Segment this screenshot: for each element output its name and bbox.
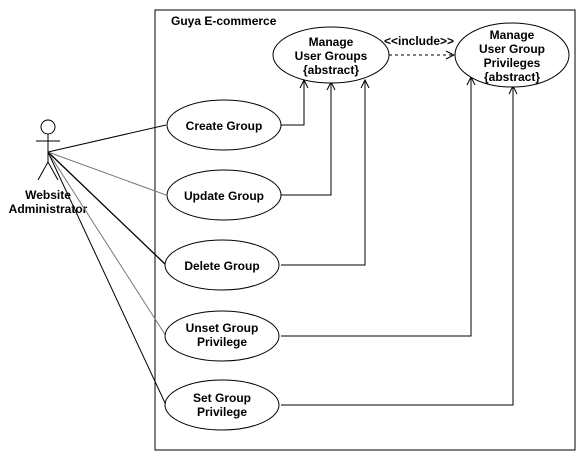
- use-case-create-group: Create Group: [166, 99, 282, 151]
- assoc-delete-group: [47, 151, 167, 266]
- actor-right-leg: [47, 161, 59, 181]
- system-boundary: [154, 9, 576, 451]
- include-label: <<include>>: [384, 34, 454, 48]
- use-case-update-group: Update Group: [166, 169, 282, 221]
- use-case-manage-user-group-privileges: Manage User Group Privileges {abstract}: [454, 22, 570, 88]
- gen-create-to-manage-groups: [281, 80, 304, 126]
- actor-name-line2: Administrator: [9, 202, 88, 216]
- use-case-label-line2: User Group: [479, 42, 545, 56]
- assoc-update-group: [47, 151, 167, 196]
- use-case-delete-group: Delete Group: [164, 239, 280, 291]
- assoc-create-group: [47, 124, 167, 153]
- gen-update-to-manage-groups: [281, 82, 331, 196]
- use-case-label-line1: Unset Group: [186, 321, 259, 335]
- use-case-manage-user-groups: Manage User Groups {abstract}: [272, 26, 390, 84]
- use-case-label: Delete Group: [184, 259, 259, 273]
- assoc-unset-privilege: [47, 151, 167, 337]
- use-case-ellipse: [454, 22, 570, 88]
- use-case-ellipse: [272, 26, 390, 84]
- use-case-label: Update Group: [184, 189, 264, 203]
- use-case-label-line3: {abstract}: [303, 63, 359, 77]
- generalizations-manage-user-groups: [281, 80, 365, 266]
- use-case-label-line4: {abstract}: [484, 70, 540, 84]
- use-case-ellipse: [164, 379, 280, 431]
- gen-unset-to-manage-privileges: [281, 77, 471, 337]
- use-case-label-line1: Set Group: [193, 391, 251, 405]
- generalizations-manage-privileges: [281, 77, 513, 406]
- gen-set-to-manage-privileges: [281, 86, 513, 406]
- assoc-set-privilege: [47, 151, 167, 406]
- use-case-unset-group-privilege: Unset Group Privilege: [164, 310, 280, 362]
- use-case-label-line2: User Groups: [295, 49, 368, 63]
- use-case-ellipse: [164, 239, 280, 291]
- use-case-ellipse: [166, 99, 282, 151]
- actor-left-leg: [37, 161, 49, 181]
- use-case-label-line1: Manage: [309, 35, 354, 49]
- actor-name-line1: Website: [25, 188, 71, 202]
- associations: [47, 124, 167, 406]
- use-case-label: Create Group: [186, 119, 263, 133]
- use-case-ellipse: [164, 310, 280, 362]
- use-case-ellipse: [166, 169, 282, 221]
- gen-delete-to-manage-groups: [281, 80, 365, 266]
- actor-head: [40, 119, 56, 135]
- use-case-set-group-privilege: Set Group Privilege: [164, 379, 280, 431]
- use-case-label-line3: Privileges: [484, 56, 541, 70]
- actor-website-administrator: [36, 119, 60, 181]
- use-case-label-line2: Privilege: [197, 335, 247, 349]
- system-title: Guya E-commerce: [171, 14, 277, 28]
- use-case-label-line1: Manage: [490, 28, 535, 42]
- use-case-label-line2: Privilege: [197, 405, 247, 419]
